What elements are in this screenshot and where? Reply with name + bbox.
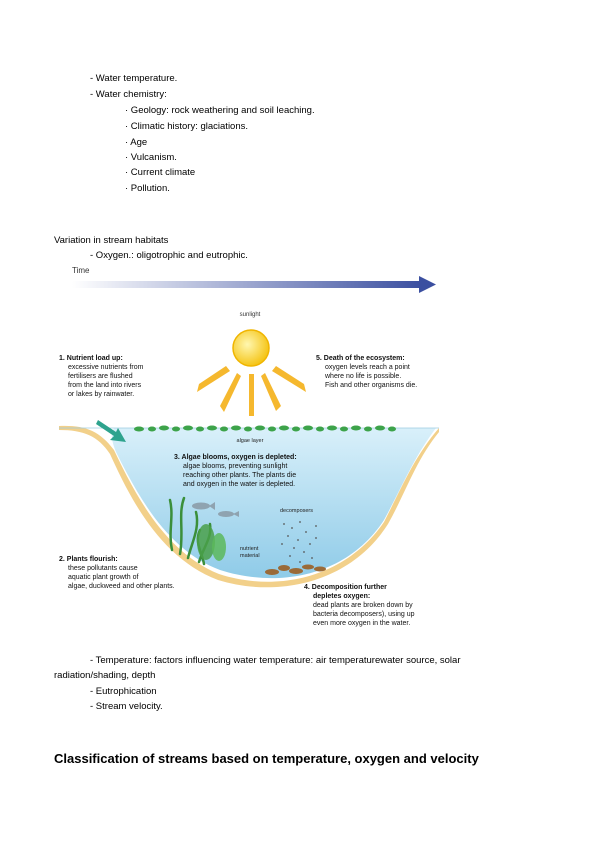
dead-plant-matter xyxy=(265,564,326,575)
step-1-line: fertilisers are flushed xyxy=(68,373,133,380)
time-arrow-head-icon xyxy=(419,276,436,293)
list-item-oxygen: - Oxygen.: oligotrophic and eutrophic. xyxy=(90,250,248,261)
step-2-line: these pollutants cause xyxy=(68,565,138,572)
step-4-title: 4. Decomposition further xyxy=(304,584,387,591)
step-2: 2. Plants flourish: these pollutants cau… xyxy=(59,556,175,590)
plant-leaf xyxy=(212,533,226,561)
algae-layer-label: algae layer xyxy=(237,438,264,444)
time-label: Time xyxy=(72,266,90,275)
step-1-title: 1. Nutrient load up: xyxy=(59,355,123,362)
step-3-line: and oxygen in the water is depleted. xyxy=(183,481,295,488)
nutrient-arrow-icon xyxy=(96,420,126,442)
sun-icon xyxy=(232,329,270,367)
time-arrow-shaft xyxy=(72,281,422,288)
step-1-line: or lakes by rainwater. xyxy=(68,391,134,398)
list-item-water-temperature: - Water temperature. xyxy=(90,73,178,84)
step-4: 4. Decomposition further depletes oxygen… xyxy=(304,584,415,627)
list-item-temperature-cont: radiation/shading, depth xyxy=(54,670,156,681)
section-subtitle: Variation in stream habitats xyxy=(54,235,169,246)
nutrient-material-label: nutrient xyxy=(240,546,259,552)
list-subitem: · Vulcanism. xyxy=(125,152,177,163)
step-3: 3. Algae blooms, oxygen is depleted: alg… xyxy=(174,454,297,488)
list-subitem: · Age xyxy=(125,137,148,148)
list-subitem: · Climatic history: glaciations. xyxy=(125,121,249,132)
nutrient-material-label: material xyxy=(240,553,260,559)
step-5: 5. Death of the ecosystem: oxygen levels… xyxy=(316,355,417,389)
step-5-line: Fish and other organisms die. xyxy=(325,382,417,389)
step-3-line: reaching other plants. The plants die xyxy=(183,472,296,479)
list-item-temperature: - Temperature: factors influencing water… xyxy=(90,655,461,666)
list-item-stream-velocity: - Stream velocity. xyxy=(90,701,163,712)
sunlight-label: sunlight xyxy=(240,312,261,318)
step-3-title: 3. Algae blooms, oxygen is depleted: xyxy=(174,454,297,461)
list-subitem: · Geology: rock weathering and soil leac… xyxy=(125,105,315,116)
fish-icon xyxy=(192,502,239,517)
step-3-line: algae blooms, preventing sunlight xyxy=(183,463,287,470)
list-item-eutrophication: - Eutrophication xyxy=(90,686,157,697)
plant-leaf xyxy=(197,524,215,560)
decomposers-label: decomposers xyxy=(280,508,313,514)
pond-water xyxy=(111,428,437,579)
step-2-title: 2. Plants flourish: xyxy=(59,556,118,563)
step-4-line: even more oxygen in the water. xyxy=(313,620,410,627)
step-2-line: algae, duckweed and other plants. xyxy=(68,583,175,590)
list-subitem: · Current climate xyxy=(125,167,196,178)
step-4-line: dead plants are broken down by xyxy=(313,602,413,609)
list-item-water-chemistry: - Water chemistry: xyxy=(90,89,167,100)
algae-layer xyxy=(134,425,396,432)
eutrophication-figure: Time sunlight algae layer xyxy=(59,266,439,627)
step-1: 1. Nutrient load up: excessive nutrients… xyxy=(59,355,144,398)
step-5-line: where no life is possible. xyxy=(324,373,401,380)
step-4-line: bacteria decomposers), using up xyxy=(313,611,415,618)
step-1-line: from the land into rivers xyxy=(68,382,142,389)
step-2-line: aquatic plant growth of xyxy=(68,574,138,581)
step-5-line: oxygen levels reach a point xyxy=(325,364,410,371)
section-heading: Classification of streams based on tempe… xyxy=(54,751,479,766)
list-subitem: · Pollution. xyxy=(125,183,170,194)
step-4-title: depletes oxygen: xyxy=(313,593,370,600)
decomposer-dots xyxy=(281,521,317,563)
step-5-title: 5. Death of the ecosystem: xyxy=(316,355,405,362)
sun-rays xyxy=(197,366,306,416)
step-1-line: excessive nutrients from xyxy=(68,364,144,371)
